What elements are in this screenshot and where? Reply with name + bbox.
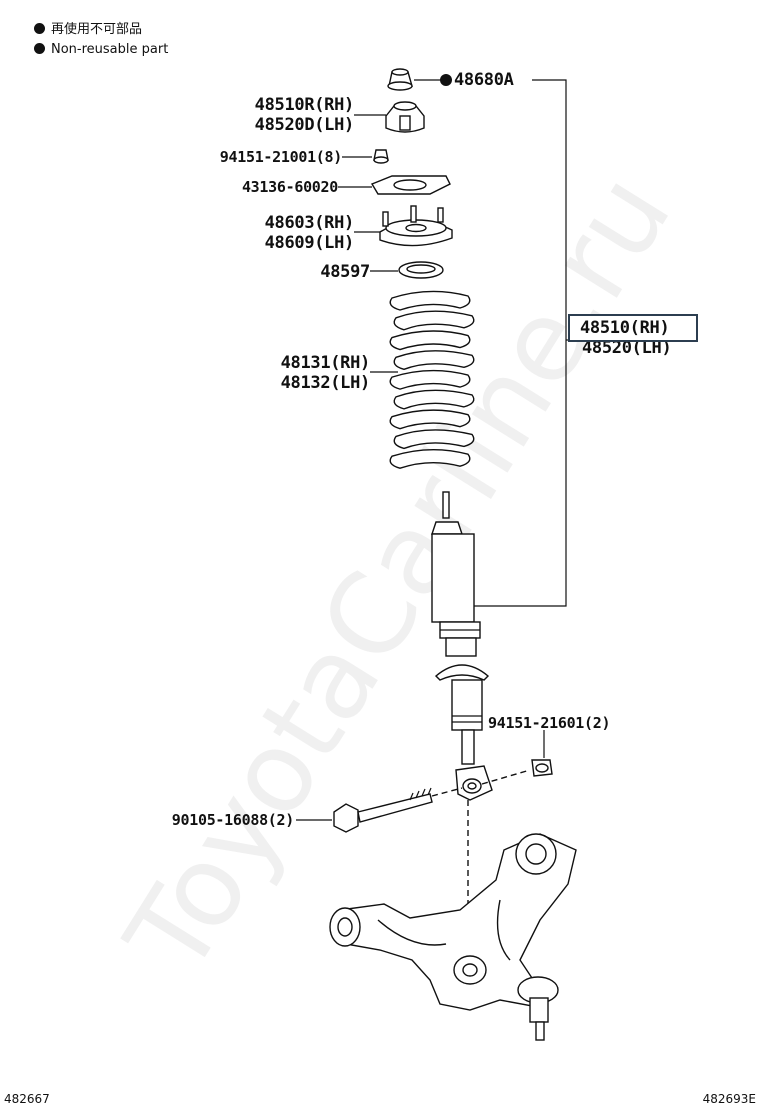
small-nut-icon xyxy=(373,149,389,164)
bolt-icon xyxy=(333,787,433,833)
label-48680A: 48680A xyxy=(440,70,514,90)
part-48510: 48510(RH) xyxy=(580,318,670,338)
part-43136-60020: 43136-60020 xyxy=(241,178,338,196)
spring-coil xyxy=(393,389,475,410)
lower-mount-eye-icon xyxy=(455,765,493,801)
flange-nut-icon xyxy=(531,759,553,777)
legend-en: Non-reusable part xyxy=(34,42,168,58)
bolt-dash-line xyxy=(431,787,463,797)
spring-coil xyxy=(389,330,471,351)
spring-coil xyxy=(393,429,475,450)
corner-left-code: 482667 xyxy=(4,1092,50,1106)
non-reusable-bullet-icon xyxy=(440,74,452,86)
coil-spring-icon xyxy=(389,290,475,469)
part-48680A: 48680A xyxy=(454,70,514,90)
bullet-icon xyxy=(34,23,45,34)
shock-absorber-icon xyxy=(431,491,490,765)
part-48597: 48597 xyxy=(320,262,370,282)
corner-right-code: 482693E xyxy=(702,1092,756,1106)
nut-48680A-icon xyxy=(387,68,413,91)
spring-coil xyxy=(389,448,471,469)
part-48609: 48609(LH) xyxy=(264,233,355,253)
spring-coil xyxy=(393,350,475,371)
lower-control-arm-icon xyxy=(329,833,577,1041)
legend-jp-text: 再使用不可部品 xyxy=(51,22,143,37)
spring-coil xyxy=(389,290,471,311)
spring-coil xyxy=(393,310,475,331)
spring-coil xyxy=(389,369,471,390)
nut-dash-line xyxy=(481,769,531,785)
part-94151-21601: 94151-21601(2) xyxy=(488,714,611,732)
bumper-icon xyxy=(385,101,425,133)
part-48520: 48520(LH) xyxy=(582,338,672,358)
part-48132: 48132(LH) xyxy=(280,373,371,393)
highlighted-part-box[interactable]: 48510(RH) xyxy=(568,314,698,342)
spring-insulator-icon xyxy=(398,261,444,279)
legend-en-text: Non-reusable part xyxy=(51,42,169,57)
part-48603: 48603(RH) xyxy=(264,213,355,233)
upper-support-icon xyxy=(379,205,453,247)
assembly-bracket xyxy=(474,79,567,607)
part-94151-21001: 94151-21001(8) xyxy=(219,148,343,166)
gasket-icon xyxy=(370,175,451,195)
part-90105-16088: 90105-16088(2) xyxy=(171,811,295,829)
part-48131: 48131(RH) xyxy=(280,353,371,373)
spring-coil xyxy=(389,409,471,430)
part-48520D: 48520D(LH) xyxy=(254,115,355,135)
part-48510R: 48510R(RH) xyxy=(254,95,355,115)
legend-jp: 再使用不可部品 xyxy=(34,22,142,38)
bullet-icon xyxy=(34,43,45,54)
